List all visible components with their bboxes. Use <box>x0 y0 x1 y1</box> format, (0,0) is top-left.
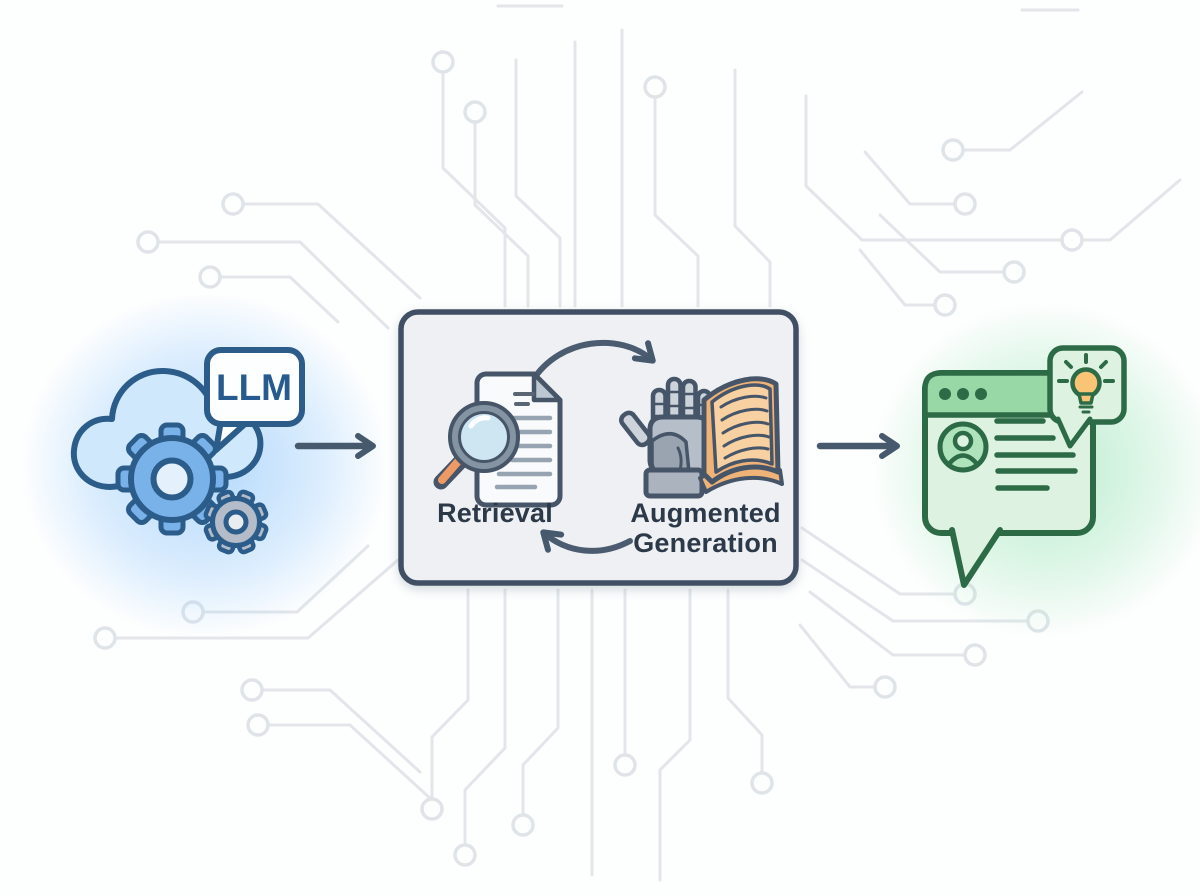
cycle-arrow-bottom <box>540 529 633 554</box>
augmented-generation-label: Augmented Generation <box>598 498 813 558</box>
llm-label: LLM <box>216 367 292 408</box>
user-avatar-icon <box>937 421 989 473</box>
cycle-arrow-top <box>530 339 656 383</box>
robot-hand-book-icon <box>619 376 784 499</box>
augmented-label-line2: Generation <box>633 528 778 558</box>
document-text-lines <box>494 392 553 490</box>
magnifier-icon <box>433 401 520 490</box>
book-icon <box>698 376 784 494</box>
small-gear-icon <box>203 489 269 555</box>
document-search-icon <box>433 371 563 508</box>
window-dots <box>939 388 987 400</box>
chat-output-group <box>922 345 1127 588</box>
augmented-label-line1: Augmented <box>630 498 781 528</box>
retrieval-label: Retrieval <box>437 498 553 528</box>
book-text-lines <box>719 394 771 460</box>
chat-bubble-tail <box>949 527 1003 588</box>
llm-input-group: LLM <box>70 347 305 555</box>
process-box <box>398 309 799 586</box>
